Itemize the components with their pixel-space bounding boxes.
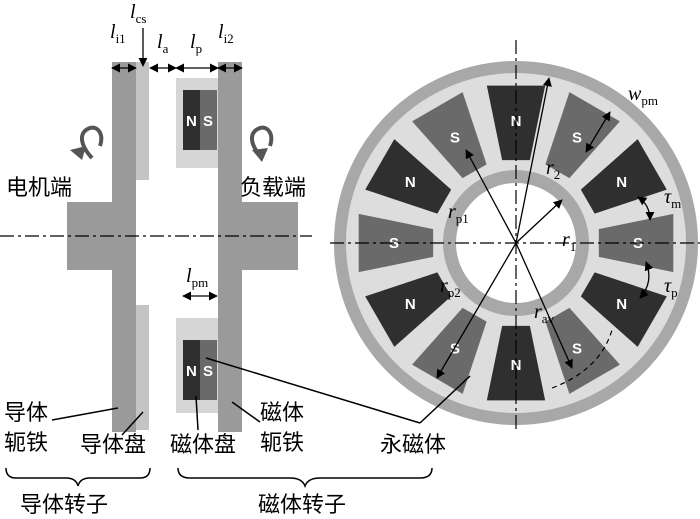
brace-magnet-rotor [177, 467, 433, 489]
ring-magnet-8 [412, 307, 487, 394]
label-conductor-disk: 导体盘 [80, 433, 146, 458]
ring-magnet-11 [365, 139, 452, 214]
conductor-disk-lower [136, 305, 149, 430]
rotation-arrow-left-icon [80, 125, 104, 160]
upper-magnet-n-label: N [186, 113, 197, 130]
rotation-arrow-right-icon [250, 125, 274, 160]
upper-magnet-s [200, 90, 217, 150]
brace-conductor-rotor [5, 467, 151, 487]
arrow-wpm [585, 111, 611, 153]
leader-pm-left [205, 357, 421, 424]
label-magnet-back-iron-1: 磁体 [260, 401, 304, 426]
conductor-back-iron [112, 62, 136, 432]
arrow-r1 [515, 199, 563, 244]
label-conductor-back-iron-1: 导体 [4, 401, 48, 426]
label-lcs: lcs [130, 1, 146, 26]
label-taup: τp [664, 275, 678, 300]
ring-magnet-3 [580, 139, 667, 214]
ring-magnet-label-2: S [572, 129, 582, 146]
label-permanent-magnet: 永磁体 [380, 433, 446, 458]
label-li1: li1 [110, 21, 126, 46]
arrow-r2 [515, 77, 552, 244]
label-rp1: rp1 [448, 201, 469, 226]
ring-magnet-9 [365, 272, 452, 347]
upper-magnet-s-label: S [203, 113, 213, 130]
ring-magnet-label-11: N [405, 174, 416, 191]
arrow-taum [637, 196, 655, 221]
label-rp2: rp2 [440, 275, 461, 300]
lower-magnet-n-label: N [186, 363, 197, 380]
arrow-rav [515, 242, 573, 369]
lower-magnet-s-label: S [203, 363, 213, 380]
label-magnet-disk: 磁体盘 [170, 433, 236, 458]
leader-conductor-disk [121, 411, 144, 436]
arc-rav [551, 329, 613, 389]
label-r1: r1 [562, 229, 576, 254]
label-lp: lp [190, 31, 202, 56]
ring-magnet-label-3: N [616, 174, 627, 191]
leader-magnet-disk [195, 395, 199, 431]
arrow-taup [639, 261, 654, 299]
label-wpm: wpm [628, 83, 658, 108]
arrow-rp1 [465, 149, 517, 244]
ring-magnet-10 [358, 213, 434, 273]
label-load-end: 负载端 [240, 176, 306, 201]
cross-section: N S N S li1 lcs la lp li2 lpm 电机端 负载端 导体 [0, 1, 433, 518]
label-li2: li2 [218, 21, 234, 46]
label-conductor-back-iron-2: 轭铁 [4, 431, 48, 456]
rotation-arrow-left-head-icon [70, 146, 86, 160]
ring-magnet-6 [545, 307, 620, 394]
leader-conductor-back-iron [51, 407, 119, 421]
ring-magnet-label-12: S [450, 129, 460, 146]
magnet-back-iron [218, 62, 242, 432]
label-magnet-rotor: 磁体转子 [258, 493, 346, 518]
ring-magnet-label-6: S [572, 341, 582, 358]
arrow-rp2 [436, 242, 517, 379]
upper-magnet-n [183, 90, 200, 150]
ring-magnet-label-9: N [405, 296, 416, 313]
ring-magnet-label-5: N [616, 296, 627, 313]
leader-magnet-back-iron [231, 401, 261, 423]
lower-magnet-s [200, 340, 217, 400]
conductor-disk-upper [136, 62, 149, 180]
label-motor-end: 电机端 [6, 176, 72, 201]
lower-magnet-n [183, 340, 200, 400]
label-r2: r2 [546, 157, 560, 182]
label-magnet-back-iron-2: 轭铁 [260, 431, 304, 456]
ring-magnet-7 [486, 325, 546, 401]
rotation-arrow-right-head-icon [252, 148, 268, 162]
label-rav: rav [534, 301, 555, 326]
label-taum: τm [664, 186, 681, 211]
label-la: la [157, 31, 169, 56]
label-conductor-rotor: 导体转子 [20, 493, 108, 518]
ring-magnet-label-8: S [450, 341, 460, 358]
leader-pm-right [419, 375, 471, 424]
label-lpm: lpm [186, 265, 208, 290]
